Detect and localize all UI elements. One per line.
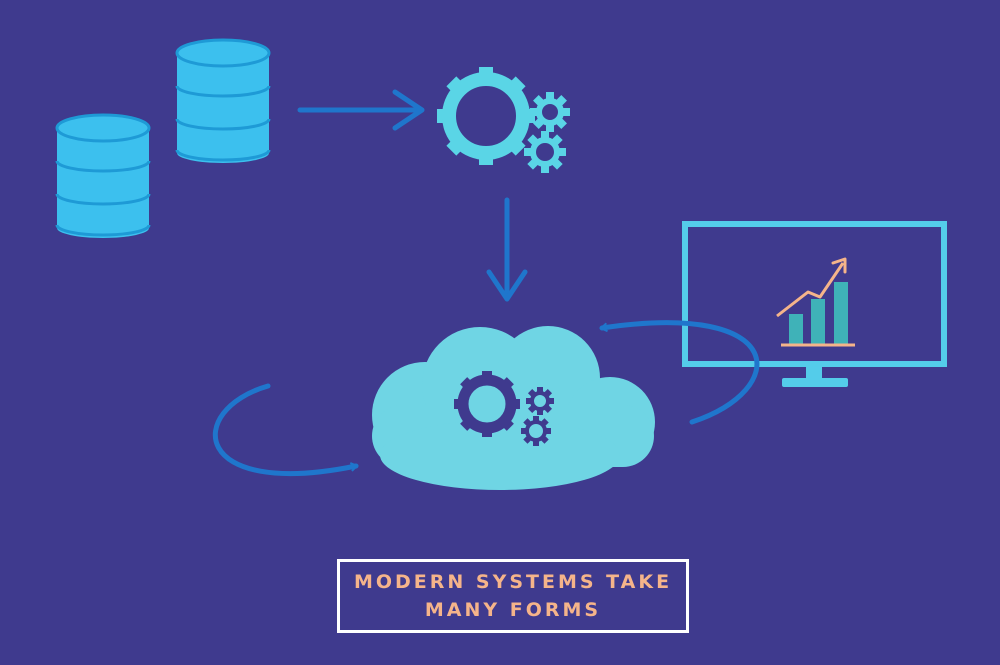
arrow-icon <box>599 320 760 425</box>
database-icon <box>175 38 271 163</box>
database-icon <box>55 113 151 238</box>
caption-line-1: MODERN SYSTEMS TAKE <box>353 571 673 593</box>
monitor-icon <box>682 221 947 387</box>
arrow-icon <box>212 383 359 477</box>
gears-icon <box>437 67 570 173</box>
arrow-icon <box>297 89 425 131</box>
caption-box: MODERN SYSTEMS TAKE MANY FORMS <box>337 559 689 633</box>
gears-icon <box>454 371 554 446</box>
bar-chart-icon <box>776 257 855 347</box>
arrow-icon <box>486 197 528 302</box>
caption-line-2: MANY FORMS <box>424 599 602 621</box>
cloud-icon <box>372 326 655 490</box>
